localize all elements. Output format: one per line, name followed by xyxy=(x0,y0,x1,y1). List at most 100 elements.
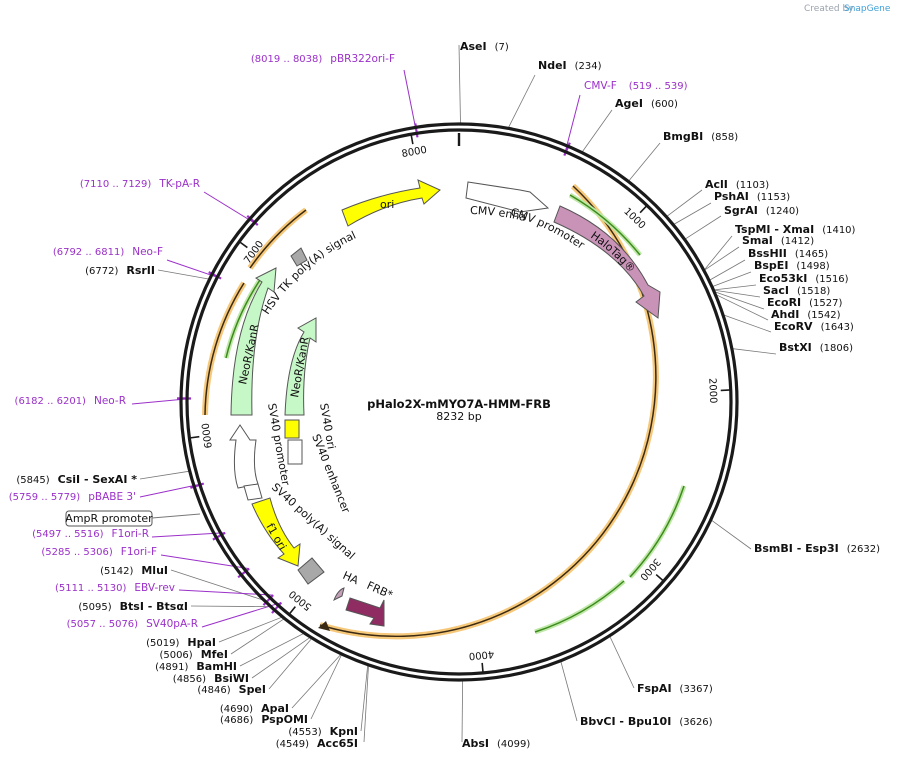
f1-ori-arrow[interactable] xyxy=(251,497,301,567)
site-name: BstXI xyxy=(779,341,812,354)
restriction-site-label[interactable]: AgeI(600) xyxy=(615,97,678,110)
neo-outer-arrow[interactable] xyxy=(230,267,277,416)
restriction-site-label[interactable]: (4549)Acc65I xyxy=(276,737,358,750)
insert-orf-arrowhead xyxy=(318,621,330,631)
site-name: MluI xyxy=(141,564,168,577)
site-leader xyxy=(157,269,209,280)
restriction-site-label[interactable]: PshAI(1153) xyxy=(714,190,790,203)
primer-name: F1ori-F xyxy=(121,546,157,558)
site-position: (2632) xyxy=(847,544,880,555)
site-leader xyxy=(723,314,772,333)
primer-label[interactable]: (6792 .. 6811)Neo-F xyxy=(53,246,163,258)
restriction-site-label[interactable]: (4553)KpnI xyxy=(288,725,358,738)
restriction-site-label[interactable]: FspAI(3367) xyxy=(637,682,713,695)
primer-label[interactable]: CMV-F(519 .. 539) xyxy=(584,80,688,92)
site-leader xyxy=(363,665,369,743)
site-position: (7) xyxy=(495,42,509,53)
restriction-site-label[interactable]: (5845)CsiI - SexAI * xyxy=(16,473,137,486)
site-name: PshAI xyxy=(714,190,749,203)
site-leader xyxy=(251,637,310,679)
site-name: BtsI - BtsαI xyxy=(120,600,188,613)
restriction-site-label[interactable]: (4846)SpeI xyxy=(197,683,266,696)
restriction-site-label[interactable]: SmaI(1412) xyxy=(742,234,814,247)
restriction-site-label[interactable]: AhdI(1542) xyxy=(771,308,841,321)
site-leader xyxy=(709,259,746,281)
restriction-site-label[interactable]: NdeI(234) xyxy=(538,59,602,72)
ampr-promoter-leader xyxy=(151,513,201,519)
neo-inner-arrow[interactable] xyxy=(284,317,317,416)
site-name: BamHI xyxy=(196,660,237,673)
restriction-site-label[interactable]: (4686)PspOMI xyxy=(220,713,308,726)
site-leader xyxy=(732,348,777,355)
site-position: (1516) xyxy=(815,274,848,285)
scale-tick-7000 xyxy=(238,241,248,249)
ampr-promoter-box[interactable] xyxy=(65,510,153,527)
site-position: (1542) xyxy=(807,310,840,321)
primer-label[interactable]: (5497 .. 5516)F1ori-R xyxy=(32,528,149,540)
restriction-site-label[interactable]: (5019)HpaI xyxy=(146,636,216,649)
site-position: (1527) xyxy=(809,298,842,309)
restriction-site-label[interactable]: BbvCI - Bpu10I(3626) xyxy=(580,715,713,728)
restriction-site-label[interactable]: BmgBI(858) xyxy=(663,130,738,143)
restriction-site-label[interactable]: AbsI (4099) xyxy=(462,737,530,750)
sv40-polya-box[interactable] xyxy=(297,557,325,585)
neo-orf-line xyxy=(204,282,245,416)
primer-name: F1ori-R xyxy=(112,528,149,540)
site-leader xyxy=(310,654,342,720)
restriction-site-label[interactable]: (5142) MluI xyxy=(100,564,168,577)
restriction-site-label[interactable]: BspEI(1498) xyxy=(754,259,830,272)
primer-mark xyxy=(414,123,419,138)
restriction-site-label[interactable]: (6772)RsrII xyxy=(85,264,155,277)
site-leader xyxy=(268,638,312,690)
hsv-tk-polya-box[interactable] xyxy=(290,247,308,267)
restriction-site-label[interactable]: AclI(1103) xyxy=(705,178,769,191)
ori-arrow[interactable] xyxy=(341,179,441,227)
restriction-site-label[interactable]: BssHII(1465) xyxy=(748,247,828,260)
site-position: (5142) xyxy=(100,566,133,577)
site-position: (4099) xyxy=(497,739,530,750)
site-name: BsmBI - Esp3I xyxy=(754,542,839,555)
cmv-enhancer-arrow[interactable] xyxy=(465,181,550,213)
sv40-enhancer-box[interactable] xyxy=(287,439,303,465)
site-leader xyxy=(461,680,464,743)
frb-arrow[interactable] xyxy=(345,597,385,627)
primer-mark xyxy=(271,601,283,614)
primer-label[interactable]: (5111 .. 5130)EBV-rev xyxy=(55,582,175,594)
site-name: AbsI xyxy=(462,737,489,750)
primer-label[interactable]: (5759 .. 5779)pBABE 3' xyxy=(9,491,136,503)
primer-name: Neo-F xyxy=(132,246,163,258)
site-name: BmgBI xyxy=(663,130,703,143)
restriction-site-label[interactable]: (5006)MfeI xyxy=(159,648,228,661)
primer-mark xyxy=(246,214,259,226)
primer-label[interactable]: (7110 .. 7129)TK-pA-R xyxy=(80,178,200,190)
scale-tick-label: 4000 xyxy=(468,648,494,661)
site-position: (4549) xyxy=(276,739,309,750)
sv40-promoter-arrow[interactable] xyxy=(229,424,259,489)
restriction-site-label[interactable]: (4856)BsiWI xyxy=(173,672,249,685)
halotag-arrow[interactable] xyxy=(553,205,661,319)
ha-tag-arrow[interactable] xyxy=(333,587,345,602)
restriction-site-label[interactable]: (4891)BamHI xyxy=(155,660,237,673)
site-position: (4690) xyxy=(220,704,253,715)
primer-label[interactable]: (5057 .. 5076)SV40pA-R xyxy=(67,618,198,630)
sv40-ori-box[interactable] xyxy=(284,419,300,439)
primer-label[interactable]: (6182 .. 6201)Neo-R xyxy=(15,395,126,407)
myo7a-orf-line-2 xyxy=(534,580,625,633)
restriction-site-label[interactable]: AseI(7) xyxy=(460,40,509,53)
restriction-site-label[interactable]: Eco53kI(1516) xyxy=(759,272,849,285)
restriction-site-label[interactable]: (4690)ApaI xyxy=(220,702,289,715)
site-leader xyxy=(712,271,752,287)
site-position: (3367) xyxy=(680,684,713,695)
primer-label[interactable]: (5285 .. 5306)F1ori-F xyxy=(41,546,157,558)
restriction-site-label[interactable]: SgrAI(1240) xyxy=(724,204,799,217)
restriction-site-label[interactable]: BsmBI - Esp3I (2632) xyxy=(754,542,880,555)
restriction-site-label[interactable]: EcoRV(1643) xyxy=(774,320,854,333)
site-leader xyxy=(458,44,461,124)
restriction-site-label[interactable]: (5095)BtsI - BtsαI xyxy=(78,600,188,613)
restriction-site-label[interactable]: SacI(1518) xyxy=(763,284,830,297)
restriction-site-label[interactable]: TspMI - XmaI(1410) xyxy=(735,223,856,236)
restriction-site-label[interactable]: EcoRI(1527) xyxy=(767,296,843,309)
primer-label[interactable]: (8019 .. 8038)pBR322ori-F xyxy=(251,53,395,65)
primer-range: (5057 .. 5076) xyxy=(67,619,139,630)
restriction-site-label[interactable]: BstXI(1806) xyxy=(779,341,853,354)
